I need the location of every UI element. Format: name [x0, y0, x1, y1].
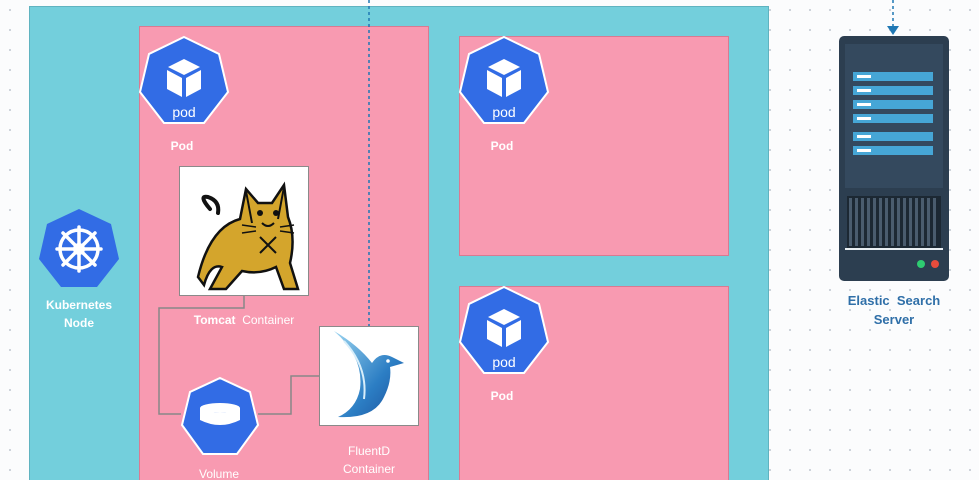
tomcat-name: Tomcat [193, 313, 236, 327]
server-label-line1: Elastic Search [847, 293, 941, 308]
node-label: Kubernetes Node [24, 296, 134, 332]
pod-box-2 [459, 36, 729, 256]
tomcat-suffix: Container [242, 313, 295, 327]
pod-icon: pod [458, 285, 550, 374]
fluentd-label-line1: FluentD [347, 444, 391, 458]
fluentd-label: FluentD Container [319, 442, 419, 478]
pod-label: Pod [490, 139, 514, 153]
server-label: Elastic Search Server [829, 291, 959, 329]
fluentd-bird-icon [334, 331, 404, 418]
fluentd-container-box [319, 326, 419, 426]
pod-icon: pod [458, 35, 550, 124]
pod-icon: pod [138, 35, 230, 124]
helm-wheel-icon [39, 209, 119, 287]
volume-label: Volume [198, 467, 240, 480]
volume-disk-icon [180, 376, 260, 455]
pod-icon-text: pod [492, 104, 515, 120]
tomcat-label: Tomcat Container [174, 311, 314, 329]
server-label-line2: Server [873, 312, 915, 327]
pod-label: Pod [170, 139, 194, 153]
fluentd-label-line2: Container [342, 462, 396, 476]
pod-icon-text: pod [172, 104, 195, 120]
node-label-line1: Kubernetes [45, 298, 113, 312]
tomcat-cat-icon [196, 181, 300, 291]
pod-label: Pod [490, 389, 514, 403]
node-label-line2: Node [64, 316, 94, 330]
tomcat-container-box [179, 166, 309, 296]
pod-icon-text: pod [492, 354, 515, 370]
server-rack-icon [839, 36, 949, 281]
